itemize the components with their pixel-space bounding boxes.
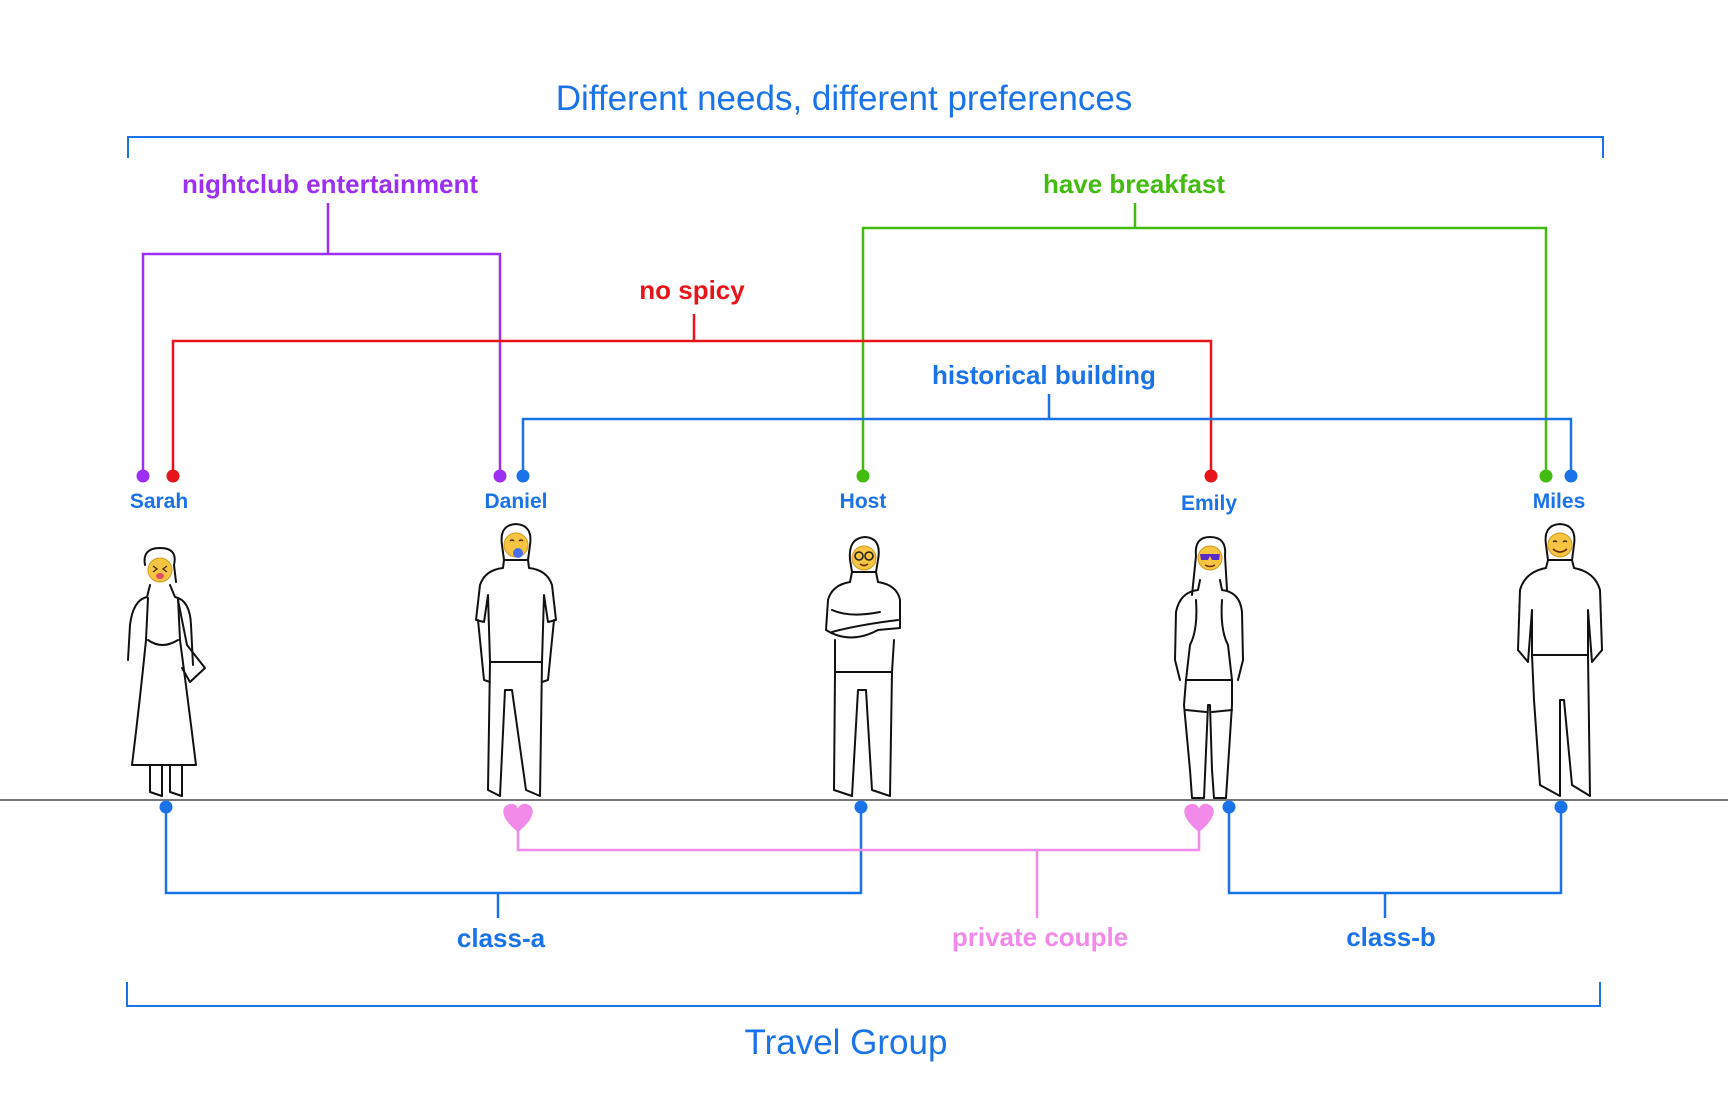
host-breakfast-dot — [856, 469, 870, 483]
pref-no-spicy: no spicy — [166, 275, 1218, 483]
host-classa-dot — [854, 800, 868, 814]
daniel-nightclub-dot — [493, 469, 507, 483]
pref-historical-label: historical building — [932, 360, 1156, 390]
person-name-host: Host — [840, 490, 887, 513]
sarah-nightclub-dot — [136, 469, 150, 483]
pref-breakfast-label: have breakfast — [1043, 169, 1225, 199]
group-private-couple: private couple — [503, 803, 1214, 952]
person-figure-host — [825, 536, 901, 797]
heart-icon — [503, 803, 533, 832]
sarah-classa-dot — [159, 800, 173, 814]
daniel-historical-dot — [516, 469, 530, 483]
person-figure-sarah — [127, 547, 206, 797]
pref-nightclub: nightclub entertainment — [136, 169, 507, 483]
emily-classb-dot — [1222, 800, 1236, 814]
person-name-daniel: Daniel — [484, 490, 547, 513]
person-figure-daniel — [475, 523, 557, 797]
person-figure-emily — [1174, 536, 1244, 799]
person-name-emily: Emily — [1181, 492, 1237, 515]
person-name-sarah: Sarah — [130, 490, 188, 513]
emoji-face-with-tongue-icon — [147, 557, 173, 583]
person-figure-miles — [1517, 523, 1603, 797]
pref-breakfast: have breakfast — [856, 169, 1553, 483]
top-title: Different needs, different preferences — [556, 79, 1133, 118]
miles-classb-dot — [1554, 800, 1568, 814]
pref-no-spicy-label: no spicy — [639, 275, 745, 305]
emily-nospicy-dot — [1204, 469, 1218, 483]
group-private-couple-label: private couple — [952, 922, 1128, 952]
group-class-b: class-b — [1222, 800, 1568, 952]
emoji-sunglasses-face-icon — [1197, 545, 1223, 571]
miles-breakfast-dot — [1539, 469, 1553, 483]
bottom-bracket — [126, 982, 1601, 1007]
heart-icon — [1184, 803, 1214, 832]
bottom-title: Travel Group — [745, 1023, 948, 1062]
group-class-b-label: class-b — [1346, 922, 1436, 952]
group-class-a-label: class-a — [457, 923, 546, 953]
person-name-miles: Miles — [1533, 490, 1586, 513]
pref-nightclub-label: nightclub entertainment — [182, 169, 478, 199]
top-bracket — [127, 136, 1604, 158]
emoji-smiling-face-icon — [1547, 532, 1573, 558]
sarah-nospicy-dot — [166, 469, 180, 483]
miles-historical-dot — [1564, 469, 1578, 483]
pref-historical: historical building — [516, 360, 1578, 483]
